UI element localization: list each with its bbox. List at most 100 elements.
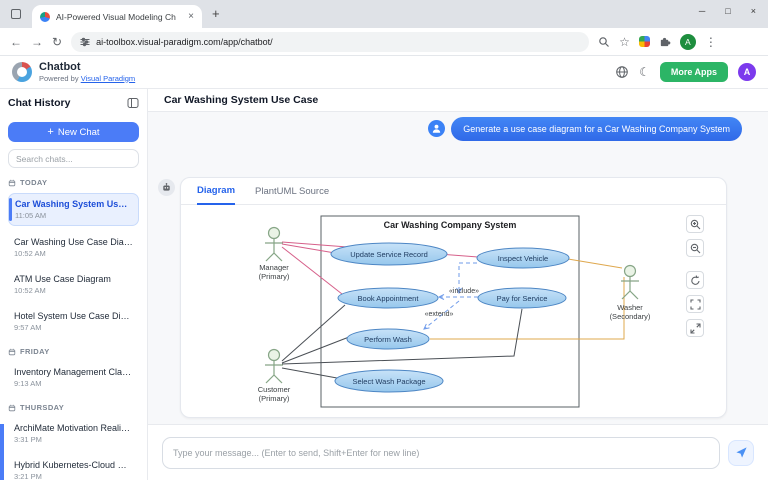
dashed-relation-lines [423,262,478,330]
url-text: ai-toolbox.visual-paradigm.com/app/chatb… [96,36,273,47]
send-button[interactable] [728,439,754,466]
plus-icon: + [47,125,54,138]
bot-avatar [158,179,175,196]
chat-history-item[interactable]: ArchiMate Motivation Realiz... 3:31 PM [8,418,139,449]
zoom-icon[interactable] [598,36,610,48]
dark-mode-toggle-icon[interactable]: ☾ [639,65,650,79]
chat-history-item[interactable]: Hotel System Use Case Diagr... 9:57 AM [8,306,139,337]
customer-association-lines [281,304,523,379]
new-tab-button[interactable]: + [212,6,220,21]
chat-item-time: 3:31 PM [14,435,42,444]
reset-view-button[interactable] [686,271,704,289]
zoom-out-button[interactable] [686,239,704,257]
window-menu-icon[interactable] [11,9,21,19]
svg-text:Book Appointment: Book Appointment [358,294,420,303]
tab-close-icon[interactable]: × [188,10,194,22]
svg-text:Pay for Service: Pay for Service [497,294,548,303]
chat-item-time: 9:57 AM [14,323,42,332]
window-close-button[interactable]: × [750,6,756,16]
chat-item-title: Hotel System Use Case Diagr... [14,311,133,321]
svg-text:Select Wash Package: Select Wash Package [352,377,425,386]
usecase-update-service-record[interactable]: Update Service Record [330,242,448,266]
svg-text:Update Service Record: Update Service Record [350,250,428,259]
user-avatar[interactable]: A [738,63,756,81]
response-tabs: Diagram PlantUML Source [181,178,726,205]
zoom-in-button[interactable] [686,215,704,233]
include-label: «include» [449,288,479,295]
chat-history-item[interactable]: Car Washing Use Case Diagr... 10:52 AM [8,232,139,263]
chat-history-item[interactable]: Hybrid Kubernetes-Cloud De... 3:21 PM [8,455,139,480]
page-header: Car Washing System Use Case [148,89,768,112]
chat-item-time: 10:52 AM [14,249,46,258]
bookmark-star-icon[interactable]: ☆ [619,34,630,49]
window-minimize-button[interactable]: ─ [698,6,706,16]
site-settings-tune-icon[interactable] [80,37,90,47]
bot-response-card: Diagram PlantUML Source Car Washin [180,177,727,418]
usecase-select-wash-package[interactable]: Select Wash Package [334,369,444,393]
usecase-pay-for-service[interactable]: Pay for Service [477,287,567,309]
visual-paradigm-logo [12,62,32,82]
page-title: Car Washing System Use Case [164,94,319,106]
more-apps-button[interactable]: More Apps [659,62,728,82]
browser-tab[interactable]: AI-Powered Visual Modeling Ch × [32,5,202,28]
chat-item-title: Car Washing System Use Case [15,199,132,209]
browser-profile-avatar[interactable]: A [679,33,696,50]
tab-plantuml-source[interactable]: PlantUML Source [255,186,330,197]
chat-item-title: Inventory Management Clas... [14,367,133,377]
window-maximize-button[interactable]: □ [725,6,731,16]
user-message-row: Generate a use case diagram for a Car Wa… [428,117,742,141]
collapse-sidebar-icon[interactable] [127,97,139,109]
system-title: Car Washing Company System [384,220,517,230]
actor-manager-name: Manager [259,263,289,272]
site-favicon-icon [40,11,50,22]
chat-item-title: ATM Use Case Diagram [14,274,111,284]
back-button[interactable]: ← [10,34,22,49]
tab-title: AI-Powered Visual Modeling Ch [56,11,176,22]
actor-manager[interactable] [265,226,283,262]
calendar-icon [8,179,16,186]
actor-washer-name: Washer [617,303,643,312]
paper-plane-icon [735,447,747,458]
new-chat-button[interactable]: + New Chat [8,122,139,142]
extension-icon[interactable] [638,36,650,47]
usecase-perform-wash[interactable]: Perform Wash [346,328,430,350]
user-message-bubble: Generate a use case diagram for a Car Wa… [451,117,742,141]
fullscreen-button[interactable] [686,319,704,337]
powered-by-text: Powered by Visual Paradigm [39,74,135,83]
usecase-inspect-vehicle[interactable]: Inspect Vehicle [476,247,570,269]
new-chat-label: New Chat [57,126,100,138]
chat-item-time: 11:05 AM [15,211,47,220]
chat-item-title: Car Washing Use Case Diagr... [14,237,133,247]
sidebar-scrollbar[interactable] [0,424,4,480]
actor-washer-role: (Secondary) [610,312,651,321]
address-bar[interactable]: ai-toolbox.visual-paradigm.com/app/chatb… [71,31,590,52]
search-chats-input[interactable] [8,149,139,168]
actor-washer[interactable] [621,264,639,300]
sidebar-title: Chat History [8,97,71,109]
actor-manager-role: (Primary) [259,272,290,281]
chat-history-item[interactable]: ATM Use Case Diagram 10:52 AM [8,269,139,300]
reload-button[interactable]: ↻ [52,34,63,49]
visual-paradigm-link[interactable]: Visual Paradigm [80,73,136,83]
forward-button[interactable]: → [31,34,43,49]
tab-diagram[interactable]: Diagram [197,185,236,205]
chat-history-item[interactable]: Car Washing System Use Case 11:05 AM [8,193,139,226]
actor-customer[interactable] [265,348,283,384]
usecase-book-appointment[interactable]: Book Appointment [337,287,439,309]
section-label-today: TODAY [8,178,139,187]
browser-menu-icon[interactable]: ⋮ [704,34,717,49]
actor-customer-role: (Primary) [259,394,290,403]
message-input[interactable] [162,436,720,469]
fit-screen-button[interactable] [686,295,704,313]
app-title: Chatbot [39,61,81,74]
browser-tab-strip: AI-Powered Visual Modeling Ch × + ─ □ × [0,0,768,28]
user-message-avatar [428,120,446,137]
message-composer [148,424,768,480]
use-case-diagram-canvas[interactable]: Car Washing Company System [251,213,731,413]
language-globe-icon[interactable] [615,65,629,79]
diagram-toolbar [686,215,704,337]
extensions-puzzle-icon[interactable] [659,36,671,48]
chat-item-time: 10:52 AM [14,286,46,295]
chat-history-item[interactable]: Inventory Management Clas... 9:13 AM [8,362,139,393]
